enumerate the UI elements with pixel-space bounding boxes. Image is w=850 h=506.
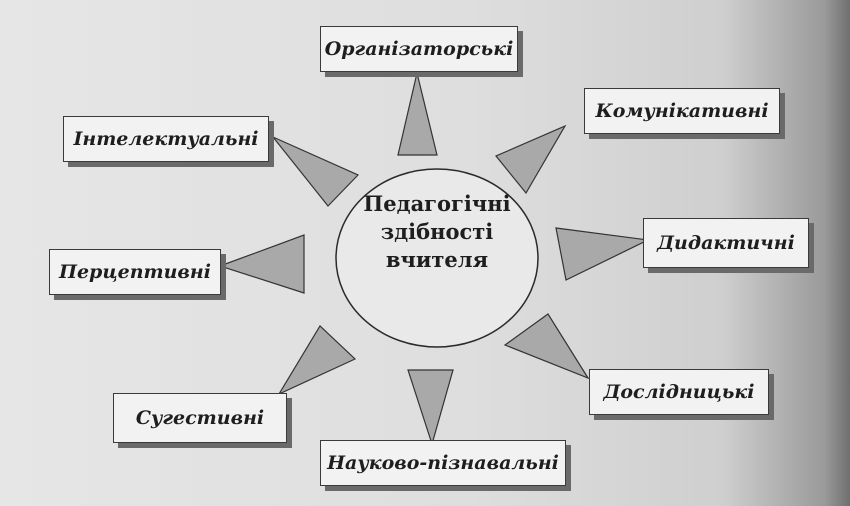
ability-box-pertseptyvni: Перцептивні xyxy=(49,249,221,295)
ability-box-sugestyvni: Сугестивні xyxy=(113,393,287,443)
ability-box-organizatorski: Організаторські xyxy=(320,26,518,72)
ability-box-doslidnytski: Дослідницькі xyxy=(589,369,769,415)
ability-box-naukovo-piznavalni: Науково-пізнавальні xyxy=(320,440,566,486)
arrow-dydaktychni xyxy=(555,227,651,281)
center-label-line-1: Педагогічні xyxy=(363,191,511,216)
arrow-doslidnytski xyxy=(503,313,590,380)
arrow-naukovo xyxy=(407,369,454,447)
center-ellipse xyxy=(335,168,539,348)
arrow-pertseptyvni xyxy=(218,234,305,294)
arrow-intelektualni xyxy=(272,136,360,207)
center-label: Педагогічні здібності вчителя xyxy=(337,190,537,274)
ability-box-intelektualni: Інтелектуальні xyxy=(63,116,269,162)
arrow-organizatorski xyxy=(397,72,438,156)
center-label-line-2: здібності xyxy=(380,219,494,244)
center-label-line-3: вчителя xyxy=(385,247,489,272)
arrow-sugestyvni xyxy=(277,325,357,396)
ability-box-dydaktychni: Дидактичні xyxy=(643,218,809,268)
arrow-komunikatyvni xyxy=(495,124,567,195)
ability-box-komunikatyvni: Комунікативні xyxy=(584,88,780,134)
